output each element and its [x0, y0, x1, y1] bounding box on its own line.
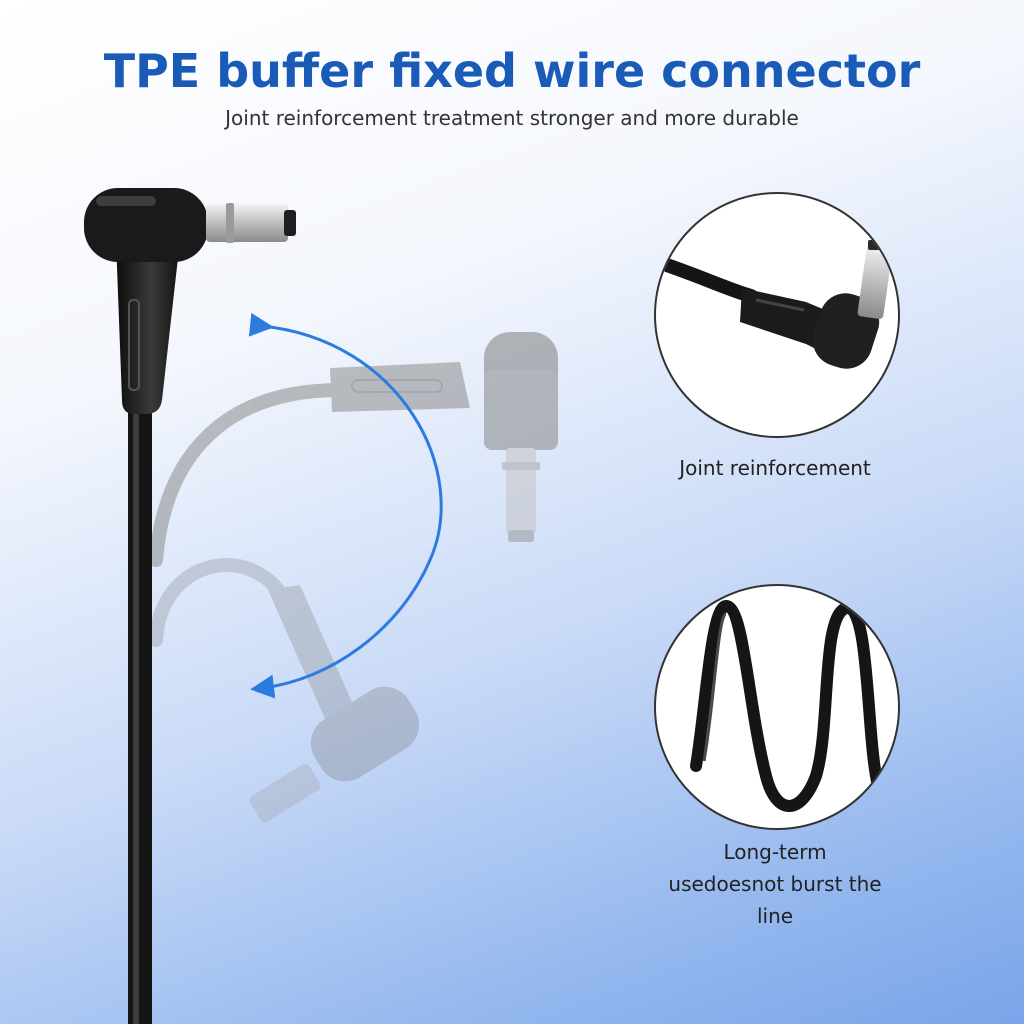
rotation-arrow: [248, 312, 443, 699]
connector-closeup-icon: [656, 240, 893, 369]
page-title: TPE buffer fixed wire connector: [103, 44, 921, 98]
detail-circle-coiled-cable: [654, 584, 900, 830]
caption-line-2: usedoesnot burst the: [668, 872, 882, 896]
caption-line-3: line: [756, 904, 794, 928]
caption-line-1: Long-term: [723, 840, 827, 864]
detail-circle-connector: [654, 192, 900, 438]
coiled-cable-icon: [690, 599, 884, 812]
caption-joint-reinforcement: Joint reinforcement: [679, 456, 871, 480]
main-cable: [84, 188, 296, 1024]
page-subtitle: Joint reinforcement treatment stronger a…: [225, 106, 799, 130]
ghost-cable-upper: [149, 332, 558, 567]
caption-long-term: Long-term usedoesnot burst the line: [620, 836, 930, 932]
ghost-cable-lower: [149, 558, 420, 823]
